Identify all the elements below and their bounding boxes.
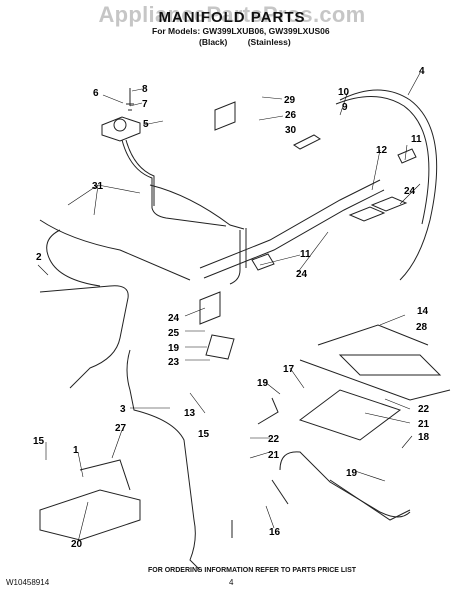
callout-25: 25 [168, 328, 180, 339]
callout-17: 17 [283, 364, 295, 375]
callout-4: 4 [419, 66, 425, 77]
callout-31: 31 [92, 181, 104, 192]
callout-26: 26 [285, 110, 297, 121]
ordering-note: FOR ORDERING INFORMATION REFER TO PARTS … [148, 567, 357, 574]
callout-22-bottom: 22 [268, 434, 280, 445]
callout-24-left: 24 [168, 313, 180, 324]
callout-24-right: 24 [404, 186, 416, 197]
callout-2: 2 [36, 252, 42, 263]
callout-19-mid: 19 [257, 378, 269, 389]
callout-7: 7 [142, 99, 148, 110]
callout-30: 30 [285, 125, 297, 136]
callout-5: 5 [143, 119, 149, 130]
callout-15-mid: 15 [198, 429, 210, 440]
page-number: 4 [229, 578, 234, 587]
callout-28: 28 [416, 322, 428, 333]
valve-body [101, 116, 141, 142]
doc-number: W10458914 [6, 578, 50, 587]
variant-stainless: (Stainless) [247, 37, 291, 47]
manifold-tube [199, 179, 381, 269]
supply-tube [121, 139, 227, 227]
callout-6: 6 [93, 88, 99, 99]
burner-valve-right [348, 206, 386, 222]
models-line: For Models: GW399LXUB06, GW399LXUS06 [152, 26, 330, 36]
ignition-wire [339, 89, 438, 281]
page-title: MANIFOLD PARTS [158, 9, 306, 26]
callout-15-left: 15 [33, 436, 45, 447]
callout-14: 14 [417, 306, 429, 317]
pipe-16 [279, 451, 411, 518]
callout-11-top: 11 [411, 134, 422, 145]
callout-3: 3 [120, 404, 126, 415]
callout-21-bottom: 21 [268, 450, 280, 461]
heat-deflector [338, 354, 442, 376]
callout-1: 1 [73, 445, 79, 456]
callout-21-right: 21 [418, 419, 430, 430]
callout-8: 8 [142, 84, 148, 95]
callout-23: 23 [168, 357, 180, 368]
callout-19-left: 19 [168, 343, 180, 354]
callout-13: 13 [184, 408, 196, 419]
callout-27: 27 [115, 423, 127, 434]
tube-3 [126, 349, 201, 571]
variant-black: (Black) [199, 37, 228, 47]
callout-20: 20 [71, 539, 83, 550]
model-variants: (Black) (Stainless) [199, 37, 309, 47]
valve-knob [113, 118, 127, 132]
callout-10: 10 [338, 87, 350, 98]
callout-18: 18 [418, 432, 430, 443]
callout-24-mid: 24 [296, 269, 308, 280]
bottom-bracket [39, 489, 141, 541]
watermark: AppliancePartsPros.com [98, 2, 366, 27]
callout-29: 29 [284, 95, 296, 106]
callout-9: 9 [342, 102, 348, 113]
callout-16: 16 [269, 527, 281, 538]
tube-2 [39, 285, 129, 389]
callout-12: 12 [376, 145, 388, 156]
callout-22-right: 22 [418, 404, 430, 415]
callout-11-mid: 11 [300, 249, 311, 260]
callout-19-bottom: 19 [346, 468, 358, 479]
